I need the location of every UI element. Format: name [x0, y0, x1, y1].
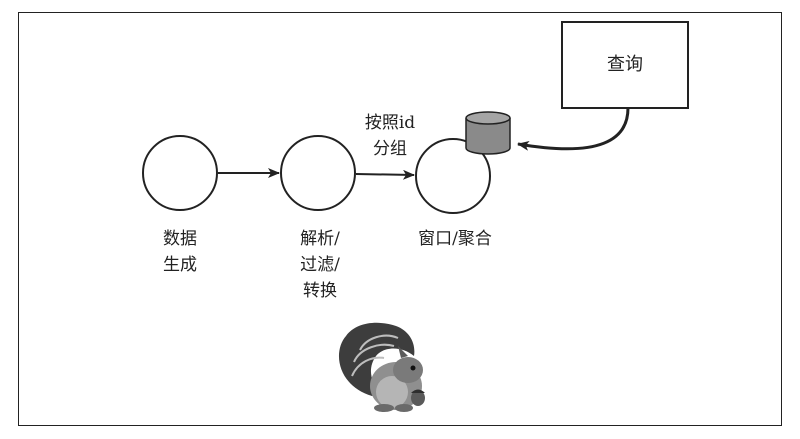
- group-by-id-label-line1: 按照id: [364, 113, 416, 133]
- node-label-window-aggregate: 窗口/聚合: [400, 226, 510, 252]
- node-label-parse-line3: 转换: [303, 281, 337, 301]
- query-box-label: 查询: [607, 54, 643, 75]
- node-label-parse-filter-transform: 解析/ 过滤/ 转换: [285, 226, 355, 304]
- node-parse-filter-transform: [280, 135, 356, 211]
- node-label-window-line1: 窗口/聚合: [418, 229, 492, 249]
- query-box: [561, 21, 689, 109]
- node-label-data-generation-line1: 数据: [163, 229, 197, 249]
- group-by-id-label-line2: 分组: [373, 139, 407, 159]
- node-label-data-generation-line2: 生成: [163, 255, 197, 275]
- arrow-parse-to-window: [355, 169, 415, 180]
- flink-squirrel-icon: [338, 322, 425, 412]
- node-label-data-generation: 数据 生成: [150, 226, 210, 278]
- node-label-parse-line2: 过滤/: [300, 255, 340, 275]
- node-window-aggregate: [415, 138, 491, 214]
- node-label-parse-line1: 解析/: [300, 229, 340, 249]
- database-icon: [465, 111, 511, 155]
- group-by-id-label: 按照id 分组: [355, 110, 425, 162]
- arrow-query-to-database: [517, 107, 630, 151]
- node-data-generation: [142, 135, 218, 211]
